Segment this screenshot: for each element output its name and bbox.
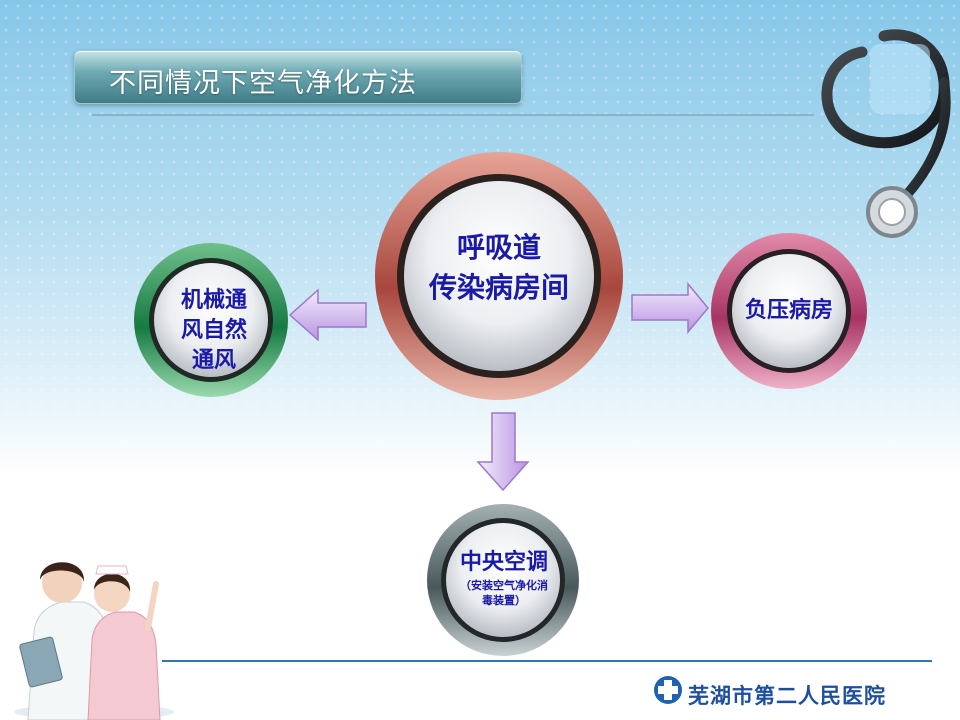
arrow-to-left [288,288,367,342]
page-title: 不同情况下空气净化方法 [109,68,417,99]
center-node-label: 呼吸道 传染病房间 [404,228,594,308]
right-label-line1: 负压病房 [744,298,833,323]
nurses-illustration [14,562,174,720]
node-negative-pressure [711,233,867,389]
bottom-label-line1: 中央空调 [459,550,548,575]
bottom-label-sub1: （安装空气净化消 [460,579,548,592]
node-respiratory-ward [375,152,623,400]
arrow-to-right [631,281,709,335]
center-label-line2: 传染病房间 [428,271,569,304]
left-node-label: 机械通 风自然 通风 [156,286,266,376]
title-divider [92,114,814,116]
node-central-ac [427,504,579,656]
hospital-logo-icon [654,676,682,704]
center-label-line1: 呼吸道 [456,231,541,264]
title-banner: 不同情况下空气净化方法 [74,50,522,104]
node-ventilation [134,243,288,397]
bottom-label-sub2: 毒装置） [482,594,526,607]
right-node-label: 负压病房 [734,296,844,326]
footer-divider [162,660,932,662]
stethoscope-icon [821,29,951,238]
hospital-name: 芜湖市第二人民医院 [688,684,886,708]
bottom-node-label: 中央空调 （安装空气净化消 毒装置） [446,548,562,608]
arrow-to-bottom [476,412,530,492]
left-label-line2: 风自然 [180,318,247,343]
left-label-line1: 机械通 [180,288,247,313]
left-label-line3: 通风 [191,348,236,373]
